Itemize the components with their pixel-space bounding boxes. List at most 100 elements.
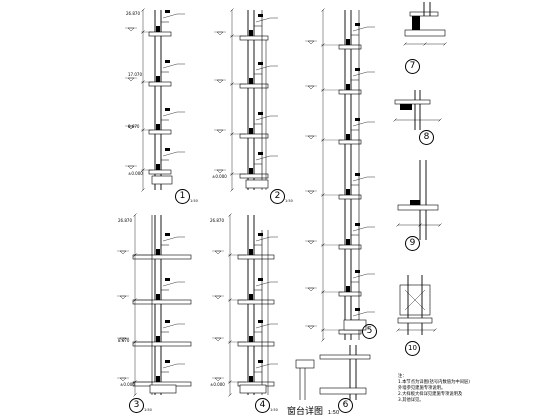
callout-2-circle: 2: [270, 189, 285, 204]
callout-6: 6: [338, 398, 353, 413]
linework-path-245: [307, 135, 315, 140]
linework-line-94: [255, 155, 271, 161]
linework-rect-90: [258, 62, 263, 65]
level-label-mid-1: 8.670: [128, 124, 140, 129]
linework-path-27: [127, 77, 135, 82]
linework-rect-294: [412, 16, 420, 30]
linework-line-72: [230, 8, 234, 12]
linework-rect-188: [258, 233, 263, 236]
linework-line-36: [162, 13, 178, 19]
callout-10-number: 10: [408, 344, 417, 352]
linework-rect-269: [355, 118, 360, 121]
linework-rect-61: [249, 168, 253, 174]
linework-line-145: [162, 363, 178, 369]
linework-line-124: [133, 393, 137, 397]
linework-rect-8: [148, 129, 172, 135]
callout-7: 7: [405, 59, 420, 74]
callout-3-circle: 3: [129, 398, 144, 413]
linework-rect-55: [249, 78, 253, 84]
callout-3-scale: 1:50: [144, 408, 152, 412]
linework-rect-102: [132, 254, 192, 260]
linework-path-177: [214, 295, 222, 300]
linework-line-322: [396, 328, 400, 332]
level-label-ground-1: ±0.000: [128, 171, 143, 176]
linework-path-31: [127, 165, 135, 170]
level-label-top-4: 26.870: [210, 218, 224, 223]
linework-rect-54: [239, 83, 269, 89]
linework-rect-281: [355, 308, 360, 311]
linework-path-76: [216, 79, 224, 84]
linework-line-297: [403, 42, 407, 46]
linework-line-240: [321, 338, 325, 342]
linework-rect-278: [355, 270, 360, 273]
linework-rect-103: [156, 249, 160, 255]
linework-line-173: [228, 213, 232, 217]
linework-path-127: [119, 295, 127, 300]
linework-line-305: [393, 118, 397, 122]
linework-rect-197: [258, 360, 263, 363]
linework-rect-159: [249, 336, 253, 342]
linework-line-261: [352, 26, 368, 32]
linework-path-125: [119, 250, 127, 255]
linework-path-80: [216, 169, 224, 174]
linework-line-73: [230, 188, 234, 192]
linework-line-299: [443, 42, 447, 46]
linework-line-88: [255, 65, 271, 71]
callout-1: 1 1:50: [175, 189, 198, 204]
notes-title: 注：: [398, 374, 407, 379]
linework-line-189: [255, 281, 271, 287]
linework-rect-215: [338, 244, 362, 250]
linework-rect-287: [319, 387, 367, 395]
linework-rect-41: [165, 60, 170, 63]
linework-rect-309: [397, 204, 439, 211]
linework-line-323: [433, 328, 437, 332]
linework-rect-156: [249, 294, 253, 300]
linework-line-267: [352, 121, 368, 127]
linework-line-195: [255, 363, 271, 369]
linework-rect-263: [355, 23, 360, 26]
linework-line-279: [352, 311, 368, 317]
linework-path-175: [214, 250, 222, 255]
linework-line-306: [438, 118, 442, 122]
linework-rect-303: [400, 104, 412, 110]
callout-4: 4 1:50: [255, 398, 278, 413]
linework-rect-9: [156, 124, 160, 130]
linework-line-174: [228, 393, 232, 397]
linework-rect-93: [258, 112, 263, 115]
linework-path-247: [307, 190, 315, 195]
linework-rect-194: [258, 320, 263, 323]
linework-path-179: [214, 337, 222, 342]
linework-rect-48: [151, 175, 173, 185]
callout-2-number: 2: [274, 191, 281, 201]
linework-line-270: [352, 176, 368, 182]
callout-3-number: 3: [133, 400, 140, 410]
callout-5-number: 5: [366, 326, 373, 336]
callout-1-scale: 1:50: [190, 199, 198, 203]
callout-9-number: 9: [409, 238, 416, 248]
callout-5-circle: 5: [362, 324, 377, 339]
center-title-text: 窗台详图: [287, 407, 324, 417]
level-label-ground-4: ±0.000: [210, 382, 225, 387]
linework-rect-47: [165, 148, 170, 151]
linework-line-142: [162, 323, 178, 329]
level-label-mid-3: 8.670: [118, 338, 130, 343]
note-line-1: 1.本节点为详图(括号内数值为中间层): [398, 380, 470, 385]
notes-block: 注： 1.本节点为详图(括号内数值为中间层) 外墙参见建施专项说明。 2.大样板…: [398, 374, 548, 404]
callout-4-number: 4: [259, 400, 266, 410]
callout-6-number: 6: [342, 400, 349, 410]
linework-rect-87: [258, 14, 263, 17]
linework-line-273: [352, 226, 368, 232]
linework-rect-275: [355, 223, 360, 226]
linework-rect-144: [165, 320, 170, 323]
linework-rect-141: [165, 278, 170, 281]
callout-10-circle: 10: [405, 341, 420, 356]
linework-rect-3: [156, 26, 160, 32]
linework-rect-266: [355, 68, 360, 71]
linework-rect-286: [319, 354, 371, 360]
linework-rect-191: [258, 278, 263, 281]
linework-rect-138: [165, 233, 170, 236]
linework-rect-99: [245, 179, 269, 189]
linework-rect-105: [132, 299, 192, 305]
